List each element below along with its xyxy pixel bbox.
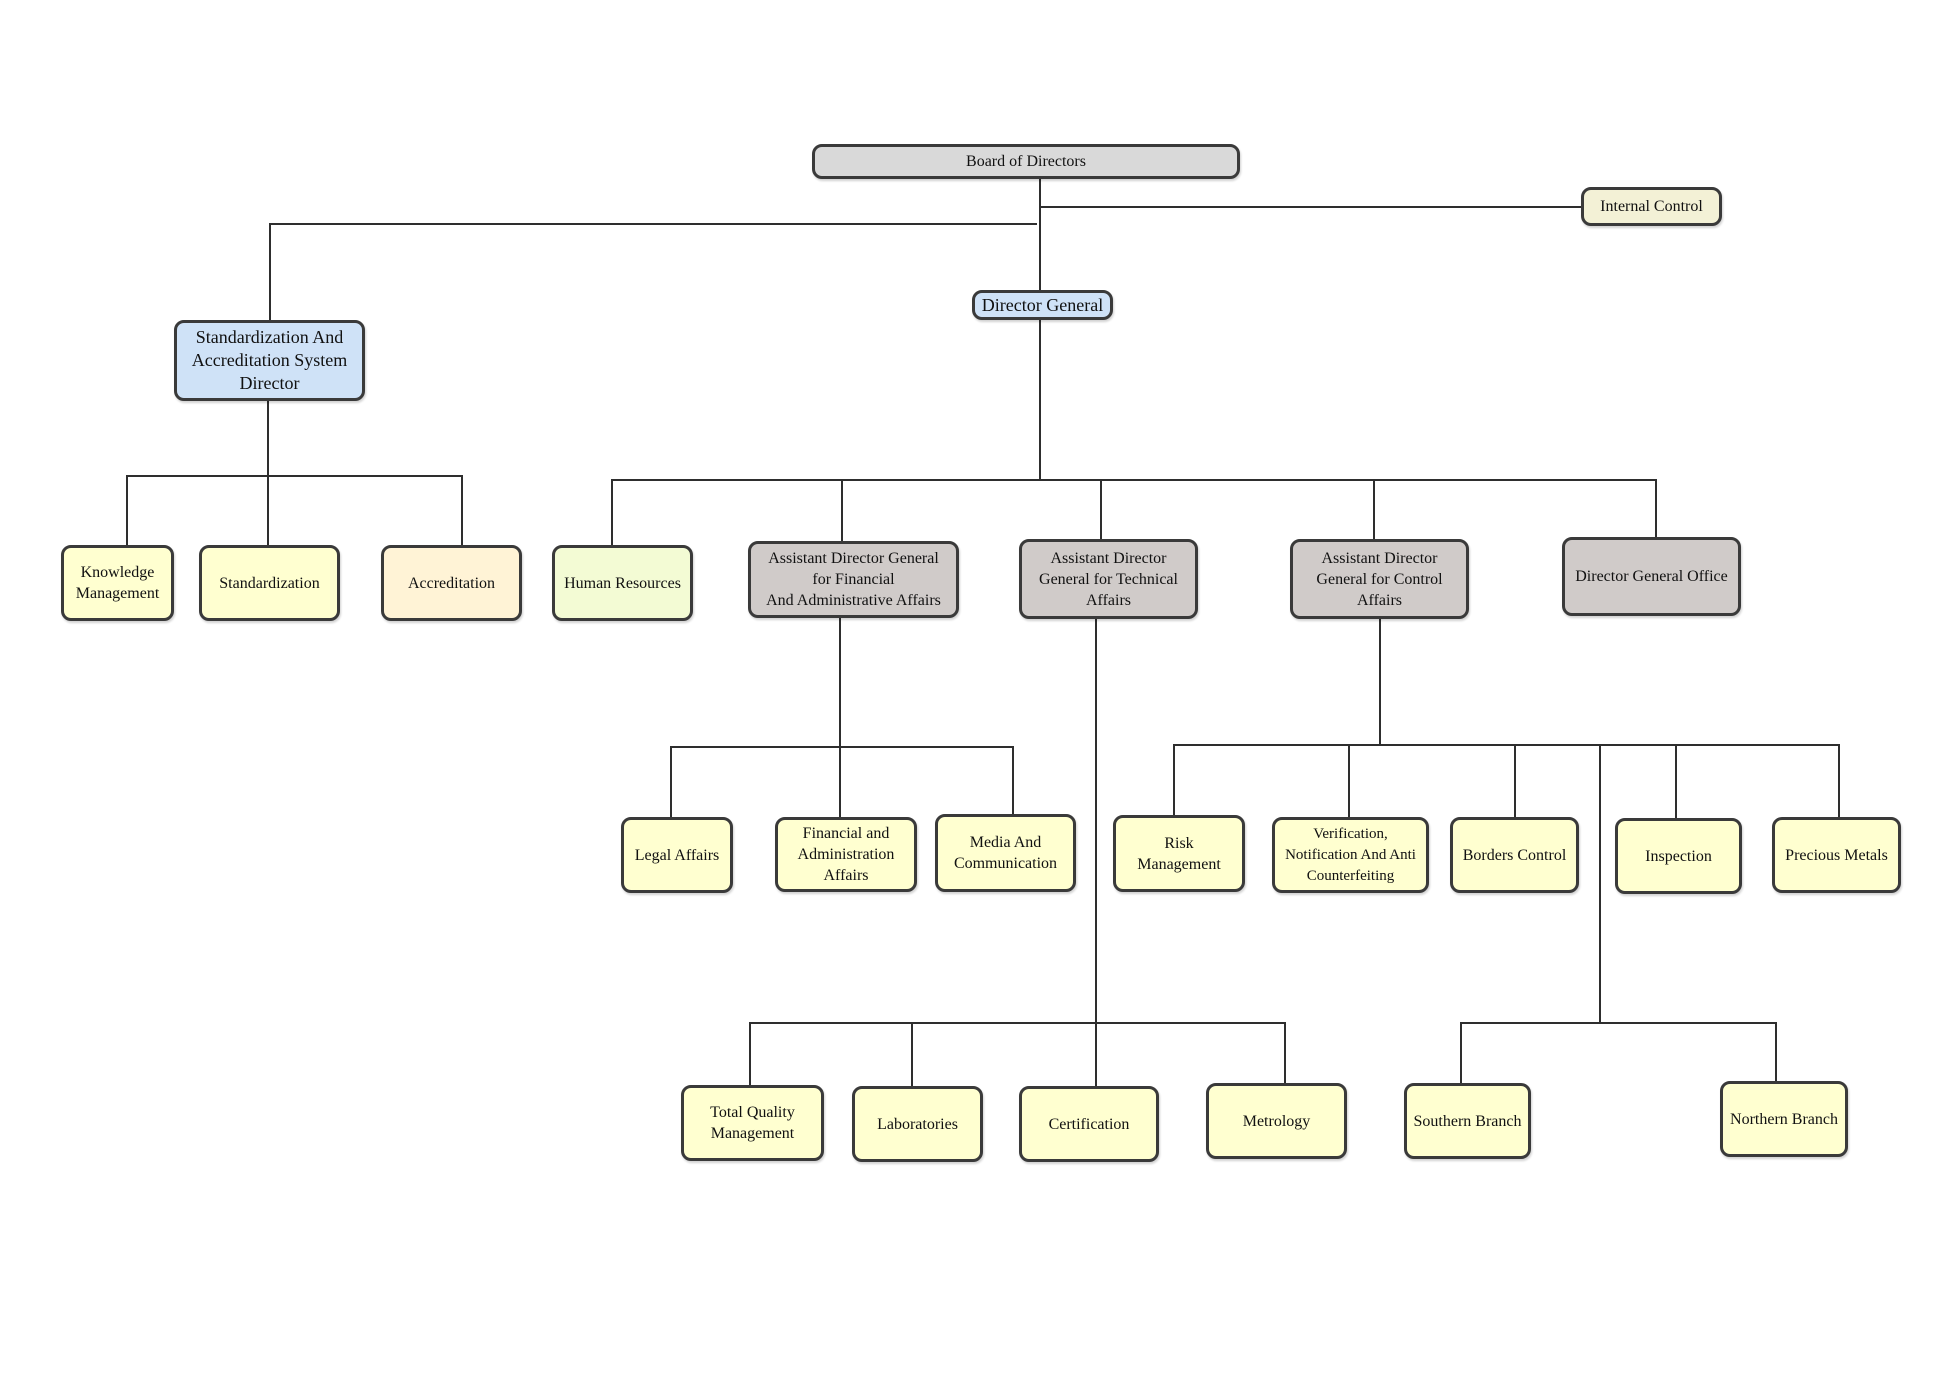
- node-northern-branch: Northern Branch: [1720, 1081, 1848, 1157]
- metrology-label: Metrology: [1242, 1112, 1311, 1130]
- certification-label: Certification: [1048, 1115, 1130, 1133]
- verification-label: Verification, Notification And Anti Coun…: [1285, 825, 1416, 884]
- node-verification: Verification, Notification And Anti Coun…: [1272, 817, 1429, 893]
- standardization-director-label: Standardization And Accreditation System…: [191, 327, 348, 393]
- knowledge-management-label: Knowledge Management: [75, 564, 160, 602]
- accreditation-label: Accreditation: [407, 574, 496, 592]
- node-certification: Certification: [1019, 1086, 1159, 1162]
- standardization-label: Standardization: [219, 574, 320, 592]
- node-laboratories: Laboratories: [852, 1086, 983, 1162]
- media-communication-label: Media And Communication: [953, 834, 1058, 872]
- node-internal-control: Internal Control: [1581, 187, 1722, 226]
- board-of-directors-label: Board of Directors: [966, 153, 1086, 170]
- risk-management-label: Risk Management: [1137, 834, 1221, 873]
- southern-branch-label: Southern Branch: [1413, 1112, 1522, 1130]
- financial-administration-label: Financial and Administration Affairs: [797, 825, 895, 884]
- node-director-general-office: Director General Office: [1562, 537, 1741, 616]
- node-adg-technical: Assistant Director General for Technical…: [1019, 539, 1198, 619]
- adg-financial-label: Assistant Director General for Financial…: [766, 550, 941, 609]
- director-general-label: Director General: [981, 294, 1104, 315]
- node-legal-affairs: Legal Affairs: [621, 817, 733, 893]
- connector-group: [126, 178, 1840, 1087]
- laboratories-label: Laboratories: [877, 1115, 958, 1133]
- adg-control-label: Assistant Director General for Control A…: [1316, 549, 1443, 609]
- node-human-resources: Human Resources: [552, 545, 693, 621]
- node-adg-control: Assistant Director General for Control A…: [1290, 539, 1469, 619]
- node-inspection: Inspection: [1615, 818, 1742, 894]
- node-knowledge-management: Knowledge Management: [61, 545, 174, 621]
- node-board-of-directors: Board of Directors: [812, 144, 1240, 179]
- node-risk-management: Risk Management: [1113, 815, 1245, 892]
- node-financial-administration: Financial and Administration Affairs: [775, 817, 917, 892]
- node-total-quality-management: Total Quality Management: [681, 1085, 824, 1161]
- borders-control-label: Borders Control: [1462, 846, 1567, 864]
- internal-control-label: Internal Control: [1600, 198, 1703, 215]
- human-resources-label: Human Resources: [564, 574, 681, 592]
- total-quality-management-label: Total Quality Management: [710, 1104, 795, 1142]
- precious-metals-label: Precious Metals: [1785, 846, 1888, 864]
- node-southern-branch: Southern Branch: [1404, 1083, 1531, 1159]
- node-accreditation: Accreditation: [381, 545, 522, 621]
- node-director-general: Director General: [972, 290, 1113, 320]
- node-metrology: Metrology: [1206, 1083, 1347, 1159]
- legal-affairs-label: Legal Affairs: [634, 846, 720, 864]
- inspection-label: Inspection: [1645, 847, 1712, 865]
- node-standardization-director: Standardization And Accreditation System…: [174, 320, 365, 401]
- node-standardization: Standardization: [199, 545, 340, 621]
- director-general-office-label: Director General Office: [1575, 568, 1728, 585]
- northern-branch-label: Northern Branch: [1730, 1110, 1838, 1128]
- node-media-communication: Media And Communication: [935, 814, 1076, 892]
- adg-technical-label: Assistant Director General for Technical…: [1039, 549, 1178, 609]
- node-precious-metals: Precious Metals: [1772, 817, 1901, 893]
- node-borders-control: Borders Control: [1450, 817, 1579, 893]
- node-adg-financial: Assistant Director General for Financial…: [748, 541, 959, 618]
